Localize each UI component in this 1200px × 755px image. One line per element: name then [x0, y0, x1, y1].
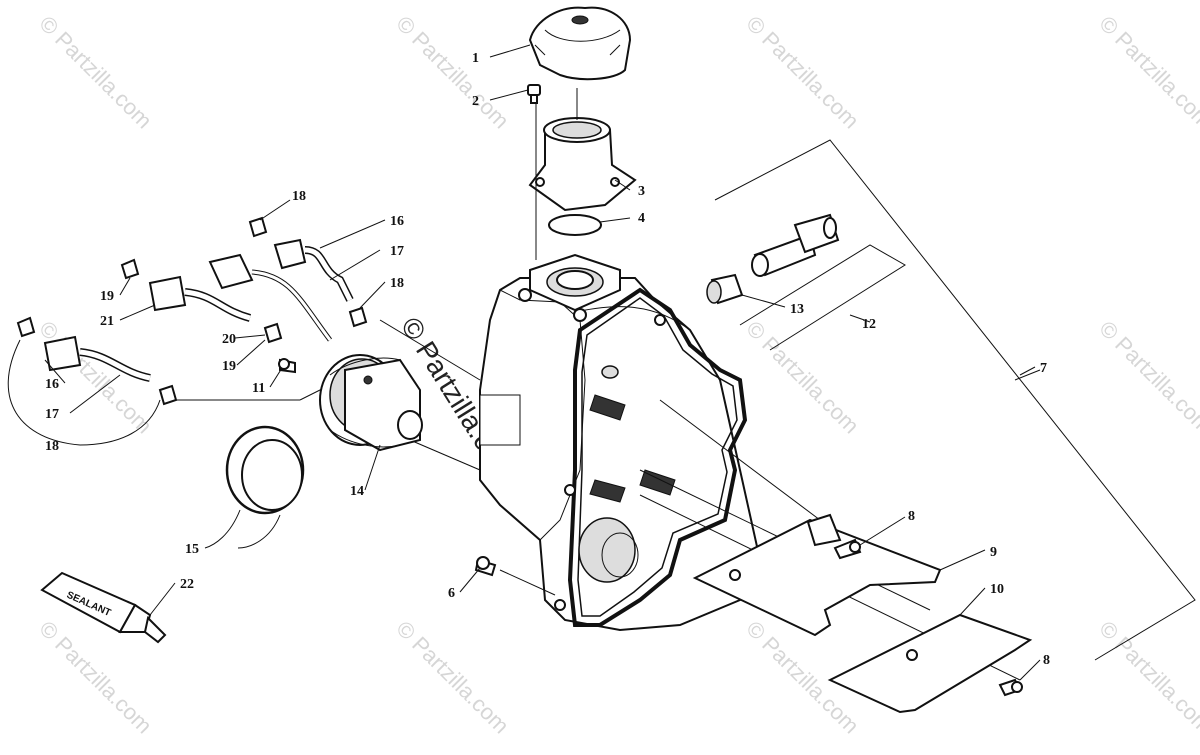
baffle-plate-9 [692, 513, 942, 637]
callout-19: 19 [222, 359, 236, 374]
screw-8b [998, 678, 1023, 697]
callout-4: 4 [638, 211, 645, 226]
watermark: © Partzilla.com [34, 11, 157, 134]
watermark: © Partzilla.com [1094, 316, 1200, 439]
clamps [158, 306, 368, 406]
watermark: © Partzilla.com [1094, 616, 1200, 739]
bracket-12 [739, 244, 906, 351]
callout-10: 10 [990, 582, 1004, 597]
watermark: © Partzilla.com [391, 11, 514, 134]
oil-tank [479, 253, 762, 632]
watermark: © Partzilla.com [741, 11, 864, 134]
hose-16-lower [16, 316, 151, 382]
callout-15: 15 [185, 542, 199, 557]
callout-16: 16 [390, 214, 404, 229]
callout-3: 3 [638, 184, 645, 199]
screw-8a [833, 538, 862, 560]
watermark: © Partzilla.com [741, 316, 864, 439]
callout-labels: 1 2 3 4 7 12 13 18 16 17 18 19 21 20 19 … [45, 51, 1050, 668]
callout-13: 13 [790, 302, 804, 317]
callout-6: 6 [448, 586, 455, 601]
bracket-7 [714, 139, 1196, 661]
hose-21 [120, 258, 252, 322]
callout-21: 21 [100, 314, 114, 329]
screw-6 [474, 556, 497, 577]
ring-seal [225, 425, 305, 515]
callout-9: 9 [990, 545, 997, 560]
fill-cap [528, 6, 632, 81]
callout-1: 1 [472, 51, 479, 66]
callout-18: 18 [45, 439, 59, 454]
oil-pump [319, 354, 423, 452]
grommet [706, 273, 744, 305]
hose-16-upper [248, 216, 354, 302]
watermark: © Partzilla.com [34, 616, 157, 739]
callout-8: 8 [1043, 653, 1050, 668]
callout-17: 17 [390, 244, 404, 259]
callout-11: 11 [252, 381, 265, 396]
callout-12: 12 [862, 317, 876, 332]
watermark: © Partzilla.com [1094, 11, 1200, 134]
sensor [751, 213, 840, 277]
callout-2: 2 [472, 94, 479, 109]
bolt-11 [278, 358, 296, 374]
o-ring-4 [548, 214, 602, 236]
callout-20: 20 [222, 332, 236, 347]
connector-harness [208, 253, 333, 342]
callout-16: 16 [45, 377, 59, 392]
callout-14: 14 [350, 484, 364, 499]
callout-18: 18 [292, 189, 306, 204]
callout-17: 17 [45, 407, 59, 422]
filler-neck [528, 117, 637, 212]
callout-19: 19 [100, 289, 114, 304]
callout-7: 7 [1040, 361, 1047, 376]
callout-22: 22 [180, 577, 194, 592]
baffle-plate-10 [827, 613, 1033, 714]
watermark: © Partzilla.com [391, 616, 514, 739]
callout-18: 18 [390, 276, 404, 291]
callout-leaders [44, 44, 1041, 681]
bolt-2 [527, 84, 541, 104]
group-brackets [7, 339, 281, 549]
callout-8: 8 [908, 509, 915, 524]
